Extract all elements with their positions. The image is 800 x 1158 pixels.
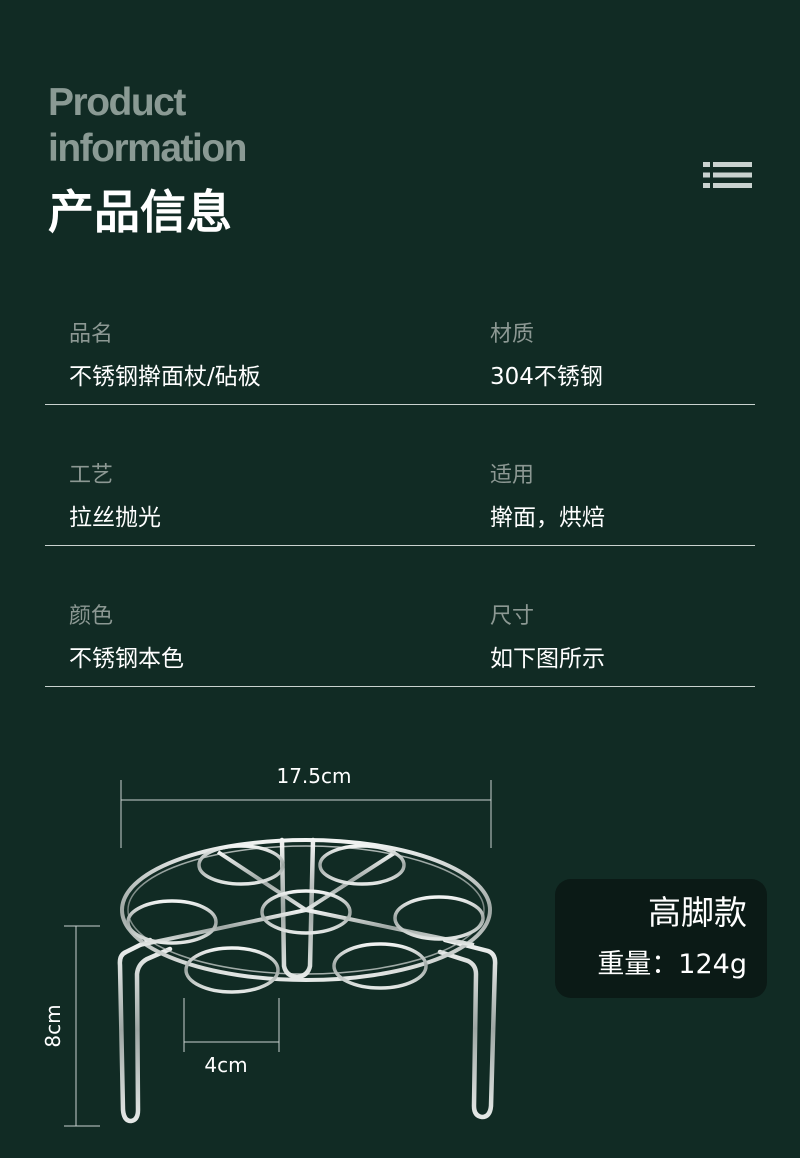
variant-badge: 高脚款 重量：124g xyxy=(555,879,767,998)
spec-value: 304不锈钢 xyxy=(490,364,603,390)
hole-label: 4cm xyxy=(204,1053,247,1077)
spec-value: 如下图所示 xyxy=(490,646,605,672)
height-label: 8cm xyxy=(41,1004,65,1047)
spec-table: 品名 不锈钢擀面杖/砧板 材质 304不锈钢 工艺 拉丝抛光 适用 擀面，烘焙 … xyxy=(45,300,755,687)
rack-top xyxy=(120,838,492,982)
spec-label: 适用 xyxy=(490,463,535,488)
spec-item-size: 尺寸 如下图所示 xyxy=(490,602,605,674)
spec-row: 颜色 不锈钢本色 尺寸 如下图所示 xyxy=(45,546,755,687)
variant-weight: 重量：124g xyxy=(597,949,747,980)
spec-item-name: 品名 不锈钢擀面杖/砧板 xyxy=(69,320,261,392)
spec-label: 颜色 xyxy=(69,604,114,629)
spec-label: 尺寸 xyxy=(490,604,535,629)
title-en-line2: information xyxy=(48,127,247,170)
rack-legs xyxy=(117,837,498,1124)
egg-holes xyxy=(126,844,485,994)
spec-label: 品名 xyxy=(69,322,114,347)
title-en-line1: Product xyxy=(48,81,186,124)
spec-value: 不锈钢本色 xyxy=(69,646,184,672)
width-dimension: 17.5cm xyxy=(120,764,492,848)
spec-value: 不锈钢擀面杖/砧板 xyxy=(69,364,261,390)
spec-row: 品名 不锈钢擀面杖/砧板 材质 304不锈钢 xyxy=(45,300,755,405)
hole-dimension: 4cm xyxy=(183,998,280,1077)
spec-label: 材质 xyxy=(490,322,535,347)
product-info-title-en: Product information xyxy=(48,80,247,172)
product-info-title-cn: 产品信息 xyxy=(48,185,232,239)
spec-item-usage: 适用 擀面，烘焙 xyxy=(490,461,605,533)
spec-value: 拉丝抛光 xyxy=(69,505,161,531)
height-dimension: 8cm xyxy=(41,925,100,1127)
spec-item-color: 颜色 不锈钢本色 xyxy=(69,602,184,674)
spec-row: 工艺 拉丝抛光 适用 擀面，烘焙 xyxy=(45,405,755,546)
spec-value: 擀面，烘焙 xyxy=(490,505,605,531)
width-label: 17.5cm xyxy=(276,764,351,788)
spec-item-material: 材质 304不锈钢 xyxy=(490,320,603,392)
steamer-rack-diagram: 17.5cm 8cm 4cm xyxy=(41,764,498,1127)
list-icon xyxy=(703,162,752,188)
spec-label: 工艺 xyxy=(69,463,114,488)
variant-title: 高脚款 xyxy=(648,893,747,932)
spec-item-process: 工艺 拉丝抛光 xyxy=(69,461,161,533)
